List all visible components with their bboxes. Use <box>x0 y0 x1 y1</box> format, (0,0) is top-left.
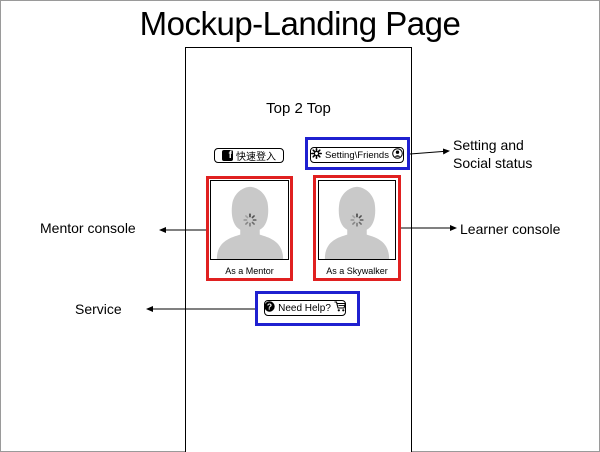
settings-friends-label: Setting\Friends <box>325 149 389 161</box>
mentor-card-label: As a Mentor <box>225 266 274 276</box>
need-help-button[interactable]: ? Need Help? <box>264 300 346 316</box>
cart-icon <box>334 301 346 315</box>
user-icon <box>392 148 403 162</box>
learner-highlight-box <box>313 175 401 281</box>
service-annotation: Service <box>75 301 122 317</box>
facebook-icon: f <box>222 150 233 161</box>
help-highlight-box <box>255 291 360 326</box>
learner-card[interactable] <box>318 180 396 260</box>
avatar-placeholder-icon <box>324 186 390 259</box>
gear-icon <box>311 148 323 162</box>
setting-annotation-line-1: Setting and <box>453 137 524 153</box>
facebook-login-button[interactable]: f 快速登入 <box>214 148 284 163</box>
learner-card-label: As a Skywalker <box>326 266 388 276</box>
facebook-login-label: 快速登入 <box>236 152 276 163</box>
settings-highlight-box <box>305 137 410 170</box>
avatar-placeholder-icon <box>216 186 284 259</box>
svg-text:?: ? <box>267 302 272 312</box>
learner-annotation: Learner console <box>460 221 561 237</box>
app-title: Top 2 Top <box>266 100 331 117</box>
slide-title: Mockup-Landing Page <box>139 5 461 42</box>
mentor-annotation: Mentor console <box>40 220 136 236</box>
question-icon: ? <box>264 301 275 315</box>
settings-friends-button[interactable]: Setting\Friends <box>310 147 404 163</box>
mentor-card[interactable] <box>210 180 289 260</box>
setting-annotation-line-2: Social status <box>453 155 533 171</box>
need-help-label: Need Help? <box>278 302 331 314</box>
mentor-highlight-box <box>206 176 293 281</box>
setting-annotation: Setting and Social status <box>453 136 532 172</box>
